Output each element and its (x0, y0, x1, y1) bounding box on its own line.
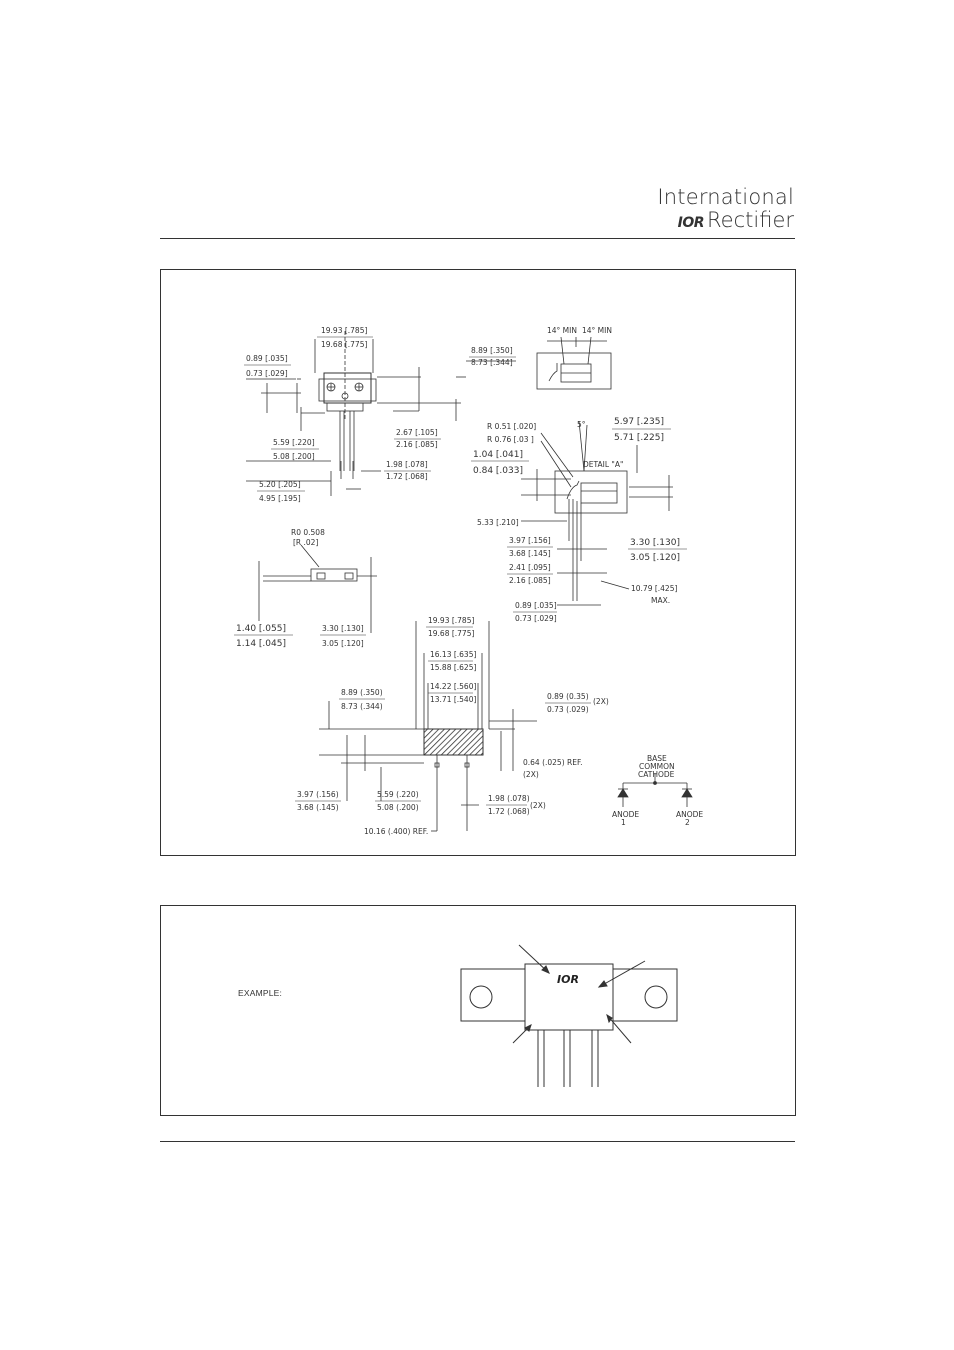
dim-label: 10.79 [.425] (631, 584, 677, 593)
dim-label: 2.16 [.085] (396, 440, 438, 449)
dim-label: 3.97 [.156] (509, 536, 551, 545)
dim-label: R 0.76 [.03 ] (487, 435, 534, 444)
header-rule (160, 238, 795, 239)
lead-angle-detail (536, 336, 612, 390)
dim-label: 8.89 (.350) (341, 688, 383, 697)
company-name-line2: Rectifier (707, 208, 794, 232)
dim-label: 2.16 [.085] (509, 576, 551, 585)
dim-label: 5.33 [.210] (477, 518, 519, 527)
dim-label: 5.08 [.200] (273, 452, 315, 461)
dim-label: 15.88 [.625] (430, 663, 476, 672)
dim-label: 0.89 [.035] (246, 354, 288, 363)
schematic-label: BASE (647, 754, 667, 763)
package-marking-drawing (460, 944, 678, 1087)
schematic-label: CATHODE (638, 770, 675, 779)
dim-label: 1.72 [.068] (386, 472, 428, 481)
dim-label: 8.73 [.344] (471, 358, 513, 367)
ior-marking-logo: IOR (557, 973, 579, 986)
schematic-label: COMMON (639, 762, 675, 771)
marking-panel: EXAMPLE: IOR (160, 905, 796, 1116)
dim-label: 10.16 (.400) REF. (364, 827, 428, 836)
dim-label: 2.41 [.095] (509, 563, 551, 572)
side-view-labels: R0 0.508 [R .02] 1.40 [.055] 1.14 [.045]… (234, 528, 366, 649)
dim-label: R0 0.508 (291, 528, 325, 537)
dim-label: 0.89 (0.35) (547, 692, 589, 701)
top-view (246, 331, 516, 496)
detail-a-title: DETAIL "A" (583, 460, 623, 469)
dim-label: (2X) (523, 770, 539, 779)
dim-label: 1.14 [.045] (236, 639, 286, 649)
outline-drawing: 19.93 [.785] 19.68 [.775] 0.89 [.035] 0.… (234, 326, 703, 836)
dim-label: 0.73 (.029) (547, 705, 589, 714)
company-name-line1: International (657, 185, 794, 209)
detail-a-labels: R 0.51 [.020] R 0.76 [.03 ] 5° 5.97 [.23… (471, 417, 687, 623)
dim-label: 3.68 [.145] (509, 549, 551, 558)
dim-label: 2.67 [.105] (396, 428, 438, 437)
dim-label: 3.05 [.120] (322, 639, 364, 648)
side-view (258, 544, 377, 633)
dim-label: MAX. (651, 596, 670, 605)
front-view (319, 621, 537, 832)
dim-label: 8.89 [.350] (471, 346, 513, 355)
dim-label: 19.93 [.785] (428, 616, 474, 625)
dim-label: 14° MIN (547, 326, 577, 335)
front-view-labels: 19.93 [.785] 19.68 [.775] 16.13 [.635] 1… (295, 616, 609, 836)
dim-label: 3.30 [.130] (322, 624, 364, 633)
dim-label: 14° MIN (582, 326, 612, 335)
footer-rule (160, 1141, 795, 1142)
dim-label: 0.89 [.035] (515, 601, 557, 610)
dim-label: 13.71 [.540] (430, 695, 476, 704)
dim-label: 3.30 [.130] (630, 538, 680, 548)
outline-drawing-panel: 19.93 [.785] 19.68 [.775] 0.89 [.035] 0.… (160, 269, 796, 856)
pin-schematic (617, 773, 693, 807)
dim-label: 1.04 [.041] (473, 450, 523, 460)
dim-label: 14.22 [.560] (430, 682, 476, 691)
dim-label: 0.73 [.029] (246, 369, 288, 378)
dim-label: [R .02] (293, 538, 318, 547)
dim-label: 4.95 [.195] (259, 494, 301, 503)
dim-label: 19.93 [.785] (321, 326, 367, 335)
dim-label: 0.84 [.033] (473, 466, 523, 476)
dim-label: 1.72 (.068) (488, 807, 530, 816)
schematic-label: ANODE (676, 810, 703, 819)
dim-label: (2X) (530, 801, 546, 810)
schematic-label: ANODE (612, 810, 639, 819)
dim-label: 19.68 [.775] (321, 340, 367, 349)
example-label: EXAMPLE: (238, 988, 283, 998)
detail-a-view (521, 420, 673, 606)
dim-label: 5.20 [.205] (259, 480, 301, 489)
dim-label: 3.05 [.120] (630, 553, 680, 563)
dim-label: 5.59 [.220] (273, 438, 315, 447)
dim-label: 5.71 [.225] (614, 433, 664, 443)
dim-label: 5.08 (.200) (377, 803, 419, 812)
dim-label: 8.73 (.344) (341, 702, 383, 711)
dim-label: 1.98 [.078] (386, 460, 428, 469)
top-view-dims: 19.93 [.785] 19.68 [.775] 0.89 [.035] 0.… (244, 326, 516, 503)
dim-label: 0.73 [.029] (515, 614, 557, 623)
dim-label: 1.40 [.055] (236, 624, 286, 634)
lead-angle-labels: 14° MIN 14° MIN (547, 326, 612, 335)
schematic-label: 2 (685, 818, 690, 827)
dim-label: 5.97 [.235] (614, 417, 664, 427)
dim-label: 19.68 [.775] (428, 629, 474, 638)
schematic-label: 1 (621, 818, 626, 827)
dim-label: R 0.51 [.020] (487, 422, 536, 431)
dim-label: 0.64 (.025) REF. (523, 758, 582, 767)
dim-label: 5° (577, 420, 586, 429)
dim-label: 3.68 (.145) (297, 803, 339, 812)
dim-label: 5.59 (.220) (377, 790, 419, 799)
pin-schematic-labels: BASE COMMON CATHODE ANODE 1 ANODE 2 (612, 754, 703, 827)
dim-label: 3.97 (.156) (297, 790, 339, 799)
ior-mark: IOR (677, 215, 705, 231)
dim-label: 16.13 [.635] (430, 650, 476, 659)
dim-label: 1.98 (.078) (488, 794, 530, 803)
dim-label: (2X) (593, 697, 609, 706)
